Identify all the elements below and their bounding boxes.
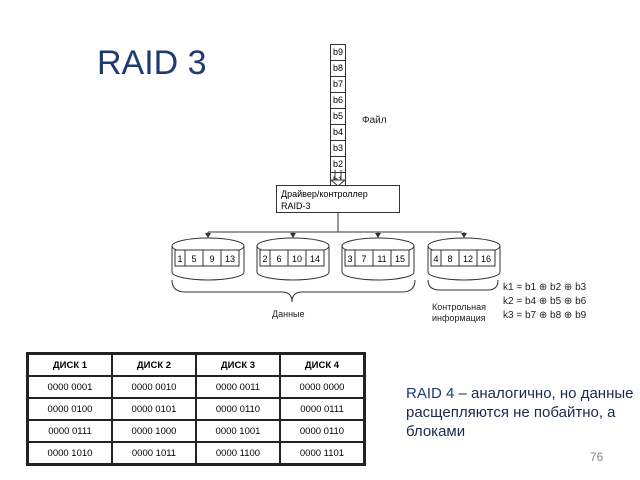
arrow-head-icon — [205, 233, 211, 238]
disk-cell-label: 15 — [395, 254, 405, 264]
disk-cell-label: 2 — [262, 254, 267, 264]
disk-cell-label: 13 — [225, 254, 235, 264]
file-bit: b6 — [330, 92, 346, 108]
controller-line1: Драйвер/контроллер — [281, 189, 368, 199]
table-cell: 0000 0110 — [196, 398, 280, 420]
disk-cell-label: 7 — [361, 254, 366, 264]
disk-cell-label: 10 — [292, 254, 302, 264]
ecc-formula: k3 = b7 ⊕ b8 ⊕ b9 — [503, 310, 587, 321]
table-header: ДИСК 1 — [28, 354, 112, 376]
table-cell: 0000 0111 — [280, 398, 364, 420]
disk-cell-label: 8 — [447, 254, 452, 264]
table-cell: 0000 1101 — [280, 442, 364, 464]
disk-cell-label: 11 — [377, 254, 386, 264]
ecc-formula: k2 = b4 ⊕ b5 ⊕ b6 — [503, 296, 587, 307]
disk-cell — [390, 249, 410, 267]
file-bit: b4 — [330, 124, 346, 140]
raid4-prefix: RAID 4 — [406, 385, 455, 402]
file-bit: b9 — [330, 44, 346, 60]
data-brace — [171, 279, 416, 303]
table-cell: 0000 0110 — [280, 420, 364, 442]
control-label-line2: информация — [432, 313, 486, 323]
table-cell: 0000 0101 — [112, 398, 196, 420]
disk-cell-label: 16 — [481, 254, 491, 264]
table-cell: 0000 1100 — [196, 442, 280, 464]
control-label-line1: Контрольная — [432, 302, 486, 312]
data-label: Данные — [272, 309, 305, 319]
controller-line2: RAID-3 — [281, 201, 311, 211]
arrow-head-icon — [461, 233, 467, 238]
disk-cell — [305, 249, 325, 267]
arrow-head-icon — [290, 233, 296, 238]
disk-cell-label: 14 — [310, 254, 320, 264]
disk-cell — [220, 249, 240, 267]
ecc-formula: k1 = b1 ⊕ b2 ⊕ b3 — [503, 282, 587, 293]
file-bit: b5 — [330, 108, 346, 124]
controller-box: Драйвер/контроллер RAID-3 — [276, 185, 400, 213]
ecc-formulas: k1 = b1 ⊕ b2 ⊕ b3 k2 = b4 ⊕ b5 ⊕ b6 k3 =… — [503, 281, 586, 323]
control-brace — [427, 279, 499, 291]
page-number: 76 — [590, 450, 604, 464]
arrow-head-icon — [375, 233, 381, 238]
disk-cell-label: 3 — [347, 254, 352, 264]
table-header: ДИСК 3 — [196, 354, 280, 376]
table-cell: 0000 0000 — [280, 376, 364, 398]
disk-cell-label: 4 — [433, 254, 438, 264]
raid4-text: – аналогично, но данные расщепляются не … — [406, 385, 634, 440]
table-cell: 0000 1011 — [112, 442, 196, 464]
file-label: Файл — [362, 115, 387, 126]
disk-cell-label: 1 — [177, 254, 182, 264]
raid4-note: RAID 4 – аналогично, но данные расщепляю… — [406, 384, 636, 441]
table-cell: 0000 0001 — [28, 376, 112, 398]
table-header: ДИСК 2 — [112, 354, 196, 376]
disk-cell-label: 9 — [209, 254, 214, 264]
control-label: Контрольная информация — [432, 302, 486, 324]
table-cell: 0000 0100 — [28, 398, 112, 420]
disk-cell-label: 6 — [276, 254, 281, 264]
file-bit: b7 — [330, 76, 346, 92]
slide-title: RAID 3 — [97, 44, 207, 82]
table-cell: 0000 1000 — [112, 420, 196, 442]
down-arrow-icon — [329, 170, 347, 187]
disk-cell — [476, 249, 496, 267]
file-bit: b3 — [330, 140, 346, 156]
disk-cell-label: 12 — [463, 254, 473, 264]
file-bit: b8 — [330, 60, 346, 76]
table-cell: 0000 1001 — [196, 420, 280, 442]
disk-cell-label: 5 — [191, 254, 196, 264]
table-cell: 0000 0010 — [112, 376, 196, 398]
table-cell: 0000 0111 — [28, 420, 112, 442]
table-header: ДИСК 4 — [280, 354, 364, 376]
table-cell: 0000 0011 — [196, 376, 280, 398]
table-header-row: ДИСК 1 ДИСК 2 ДИСК 3 ДИСК 4 — [28, 354, 364, 376]
file-bit: b2 — [330, 156, 346, 172]
table-cell: 0000 1010 — [28, 442, 112, 464]
